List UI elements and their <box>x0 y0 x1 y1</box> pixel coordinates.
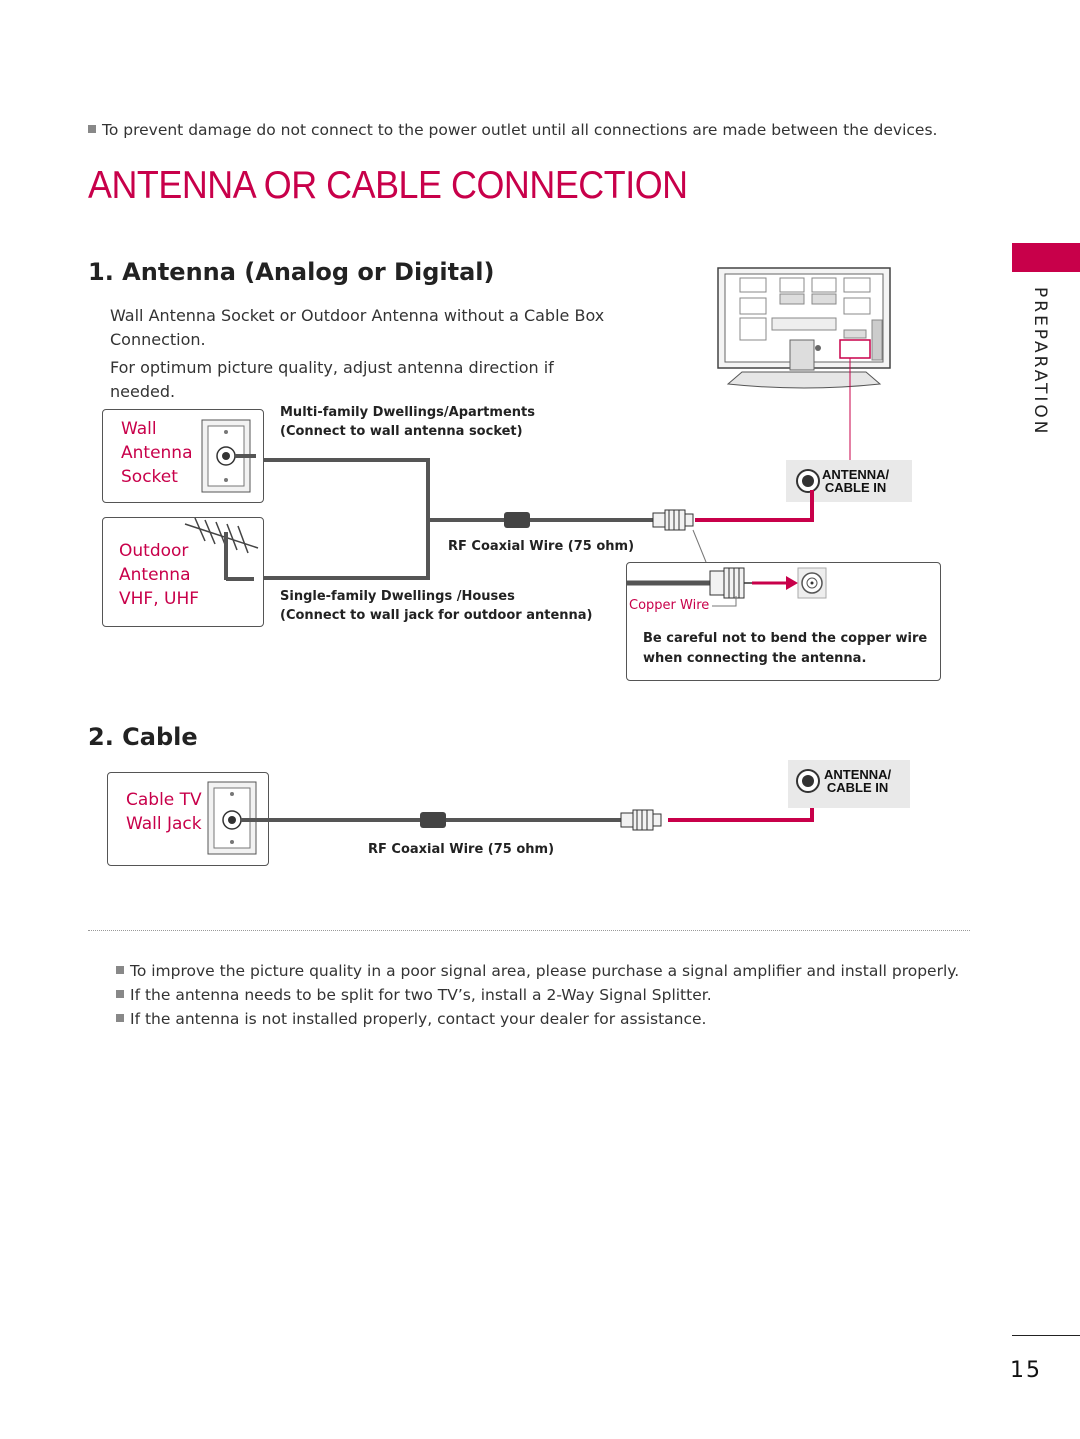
rf-wire-label: RF Coaxial Wire (75 ohm) <box>448 539 635 554</box>
cable-port-label: ANTENNA/ CABLE IN <box>824 768 891 794</box>
antenna-direction-tip: For optimum picture quality, adjust ante… <box>110 358 554 401</box>
cable-rf-wire-label: RF Coaxial Wire (75 ohm) <box>368 842 555 857</box>
multi-family-label-line1: Multi-family Dwellings/Apartments <box>280 405 535 420</box>
coax-connector-icon <box>652 509 694 531</box>
antenna-description: Wall Antenna Socket or Outdoor Antenna w… <box>110 304 610 404</box>
antenna-port-label-line2: CABLE IN <box>824 480 887 495</box>
multi-family-label: Multi-family Dwellings/Apartments (Conne… <box>280 405 535 439</box>
wall-plate-overlay <box>201 419 256 493</box>
wall-antenna-socket-label-line2: Antenna <box>121 443 193 463</box>
multi-family-label-line2: (Connect to wall antenna socket) <box>280 424 523 439</box>
bullet-icon <box>116 1014 124 1022</box>
section-tab-label: PREPARATION <box>1030 287 1050 437</box>
wall-antenna-socket-label: Wall Antenna Socket <box>121 417 193 489</box>
outdoor-cable-stub <box>226 577 254 581</box>
outdoor-antenna-label: Outdoor Antenna VHF, UHF <box>119 539 199 611</box>
cable-port-label-line1: ANTENNA/ <box>824 767 892 782</box>
cable-port-label-line2: CABLE IN <box>826 780 889 795</box>
page-title: ANTENNA OR CABLE CONNECTION <box>88 164 688 207</box>
cable-ferrite-core-icon <box>420 812 446 828</box>
antenna-section-title: 1. Antenna (Analog or Digital) <box>88 258 495 286</box>
rf-port-detail-icon <box>797 567 827 599</box>
yagi-antenna-overlay <box>184 517 259 580</box>
cable-tv-wall-jack-line2: Wall Jack <box>126 814 202 834</box>
antenna-description-line1: Wall Antenna Socket or Outdoor Antenna w… <box>110 306 605 325</box>
wall-antenna-socket-label-line3: Socket <box>121 467 178 487</box>
bullet-icon <box>116 966 124 974</box>
cable-wiring-diagram <box>207 760 910 855</box>
ferrite-core-icon <box>504 512 530 528</box>
outdoor-antenna-label-line2: Antenna <box>119 565 191 585</box>
antenna-description-line2: Connection. <box>110 330 206 349</box>
bullet-icon <box>88 125 96 133</box>
page-number: 15 <box>1010 1358 1042 1383</box>
outdoor-antenna-box: Outdoor Antenna VHF, UHF <box>102 517 264 627</box>
outdoor-antenna-label-line3: VHF, UHF <box>119 589 200 609</box>
copper-wire-caution-box: Copper Wire Be careful not to bend the c… <box>626 562 941 681</box>
single-family-label-line2: (Connect to wall jack for outdoor antenn… <box>280 608 593 623</box>
wall-antenna-socket-label-line1: Wall <box>121 419 157 439</box>
cable-wall-plate-icon <box>207 781 257 855</box>
copper-wire-caution-line2: when connecting the antenna. <box>643 651 867 666</box>
copper-wire-caution-text: Be careful not to bend the copper wire w… <box>643 629 927 669</box>
top-note: To prevent damage do not connect to the … <box>88 121 937 139</box>
cable-tv-wall-jack-line1: Cable TV <box>126 790 202 810</box>
single-family-label-line1: Single-family Dwellings /Houses <box>280 589 515 604</box>
cable-tv-wall-jack-label: Cable TV Wall Jack <box>126 788 202 836</box>
rf-port-icon <box>786 460 912 502</box>
copper-wire-label: Copper Wire <box>629 598 710 613</box>
section-divider <box>88 930 970 931</box>
bottom-note-splitter: If the antenna needs to be split for two… <box>116 986 712 1004</box>
antenna-port-label: ANTENNA/ CABLE IN <box>822 468 889 494</box>
page-number-rule <box>1012 1335 1080 1336</box>
cable-rf-port-icon <box>788 760 910 808</box>
section-tab-marker <box>1012 243 1080 272</box>
cable-section-title: 2. Cable <box>88 723 198 751</box>
tv-back-panel-icon <box>717 267 891 389</box>
bullet-icon <box>116 990 124 998</box>
antenna-port-label-line1: ANTENNA/ <box>822 467 890 482</box>
copper-wire-caution-line1: Be careful not to bend the copper wire <box>643 631 928 646</box>
bottom-note-dealer: If the antenna is not installed properly… <box>116 1010 706 1028</box>
cable-coax-connector-icon <box>620 809 662 831</box>
single-family-label: Single-family Dwellings /Houses (Connect… <box>280 589 593 623</box>
outdoor-antenna-label-line1: Outdoor <box>119 541 189 561</box>
bottom-note-amplifier: To improve the picture quality in a poor… <box>116 962 959 980</box>
